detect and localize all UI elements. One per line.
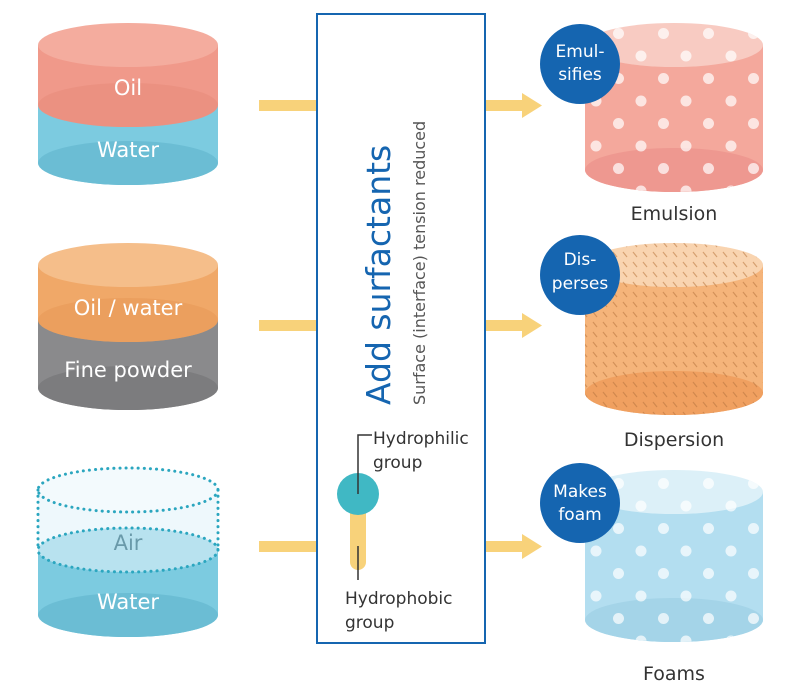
input-cylinder-oil-powder: Oil / water Fine powder	[38, 243, 218, 410]
hydrophobic-tail-icon	[350, 502, 366, 570]
disperses-badge-line1: Dis-	[564, 250, 597, 270]
water-label: Water	[97, 138, 159, 162]
emulsifies-badge	[540, 24, 620, 104]
emulsifies-badge-line2: sifies	[558, 65, 602, 85]
emulsion-dots-pattern	[585, 23, 763, 192]
input-cylinder-oil-water: Oil Water	[38, 23, 218, 185]
surface-tension-subtitle: Surface (interface) tension reduced	[410, 121, 429, 405]
disperses-badge	[540, 235, 620, 315]
output-arrow-3	[486, 534, 542, 559]
hydrophobic-label-line1: Hydrophobic	[345, 589, 452, 609]
dispersion-label: Dispersion	[624, 429, 724, 451]
add-surfactants-title: Add surfactants	[359, 145, 398, 405]
emulsifies-badge-line1: Emul-	[556, 42, 605, 62]
oil-interface	[38, 83, 218, 127]
foams-dots-pattern	[585, 470, 763, 642]
air-top	[38, 468, 218, 512]
makes-foam-badge-line2: foam	[558, 505, 601, 525]
oil-water-top	[38, 243, 218, 287]
makes-foam-badge	[540, 463, 620, 543]
hydrophilic-leader-line	[357, 434, 372, 494]
box-border	[316, 13, 486, 644]
water-bottom-2	[38, 593, 218, 637]
output-arrow-1	[486, 93, 542, 118]
powder-bottom	[38, 366, 218, 410]
fine-powder-label: Fine powder	[64, 358, 192, 382]
output-arrow-2	[486, 313, 542, 338]
air-label: Air	[114, 531, 143, 555]
foams-label: Foams	[643, 663, 705, 685]
oil-water-label: Oil / water	[74, 296, 183, 320]
input-arrow-1	[259, 100, 316, 111]
hydrophilic-label-line2: group	[373, 453, 422, 473]
input-arrow-2	[259, 320, 316, 331]
oil-water-interface	[38, 298, 218, 342]
emulsion-label: Emulsion	[631, 203, 718, 225]
makes-foam-badge-line1: Makes	[553, 482, 607, 502]
dispersion-dashes-pattern	[585, 243, 763, 415]
surfactant-box: Add surfactants Surface (interface) tens…	[316, 13, 486, 644]
input-arrow-3	[259, 541, 316, 552]
input-cylinder-air-water: Air Water	[36, 466, 220, 637]
output-cylinder-dispersion: Dis- perses Dispersion	[540, 235, 763, 451]
hydrophilic-label-line1: Hydrophilic	[373, 429, 469, 449]
air-bottom-dotted	[36, 526, 220, 574]
output-cylinder-foams: Makes foam Foams	[540, 463, 763, 685]
hydrophobic-label-line2: group	[345, 613, 394, 633]
disperses-badge-line2: perses	[552, 274, 609, 294]
water-surface	[38, 528, 218, 572]
oil-label: Oil	[114, 76, 142, 100]
output-cylinder-emulsion: Emul- sifies Emulsion	[540, 23, 763, 225]
water-label-2: Water	[97, 590, 159, 614]
oil-top	[38, 23, 218, 67]
water-bottom	[38, 141, 218, 185]
